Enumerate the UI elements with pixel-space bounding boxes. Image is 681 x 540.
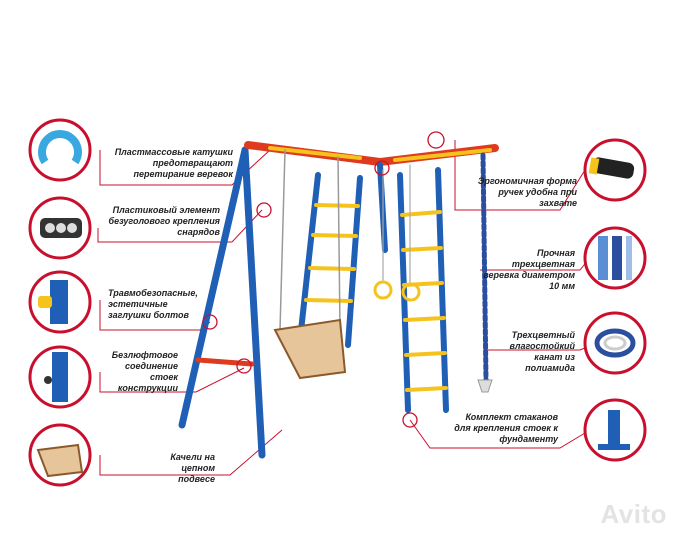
label-rollers: Пластмассовые катушки предотвращают пере… [114, 147, 233, 179]
label-cups: Комплект стаканов для крепления стоек к … [454, 412, 558, 444]
label-handles: Эргономичная форма ручек удобна при захв… [477, 176, 577, 208]
left-feature-icons [28, 118, 92, 487]
label-rope: Прочная трехцветная веревка диаметром 10… [483, 248, 575, 291]
label-swing: Качели на цепном подвесе [170, 452, 215, 484]
label-plugs: Травмобезопасные, эстетичные заглушки бо… [108, 288, 198, 320]
right-feature-icons [583, 138, 647, 462]
avito-watermark: Avito [600, 499, 667, 529]
label-joint: Безлюфтовое соединение стоек конструкции [111, 350, 178, 393]
label-climb-rope: Трехцветный влагостойкий канат из полиам… [509, 330, 575, 373]
label-plastic-element: Пластиковый элемент безуголового креплен… [108, 205, 220, 237]
